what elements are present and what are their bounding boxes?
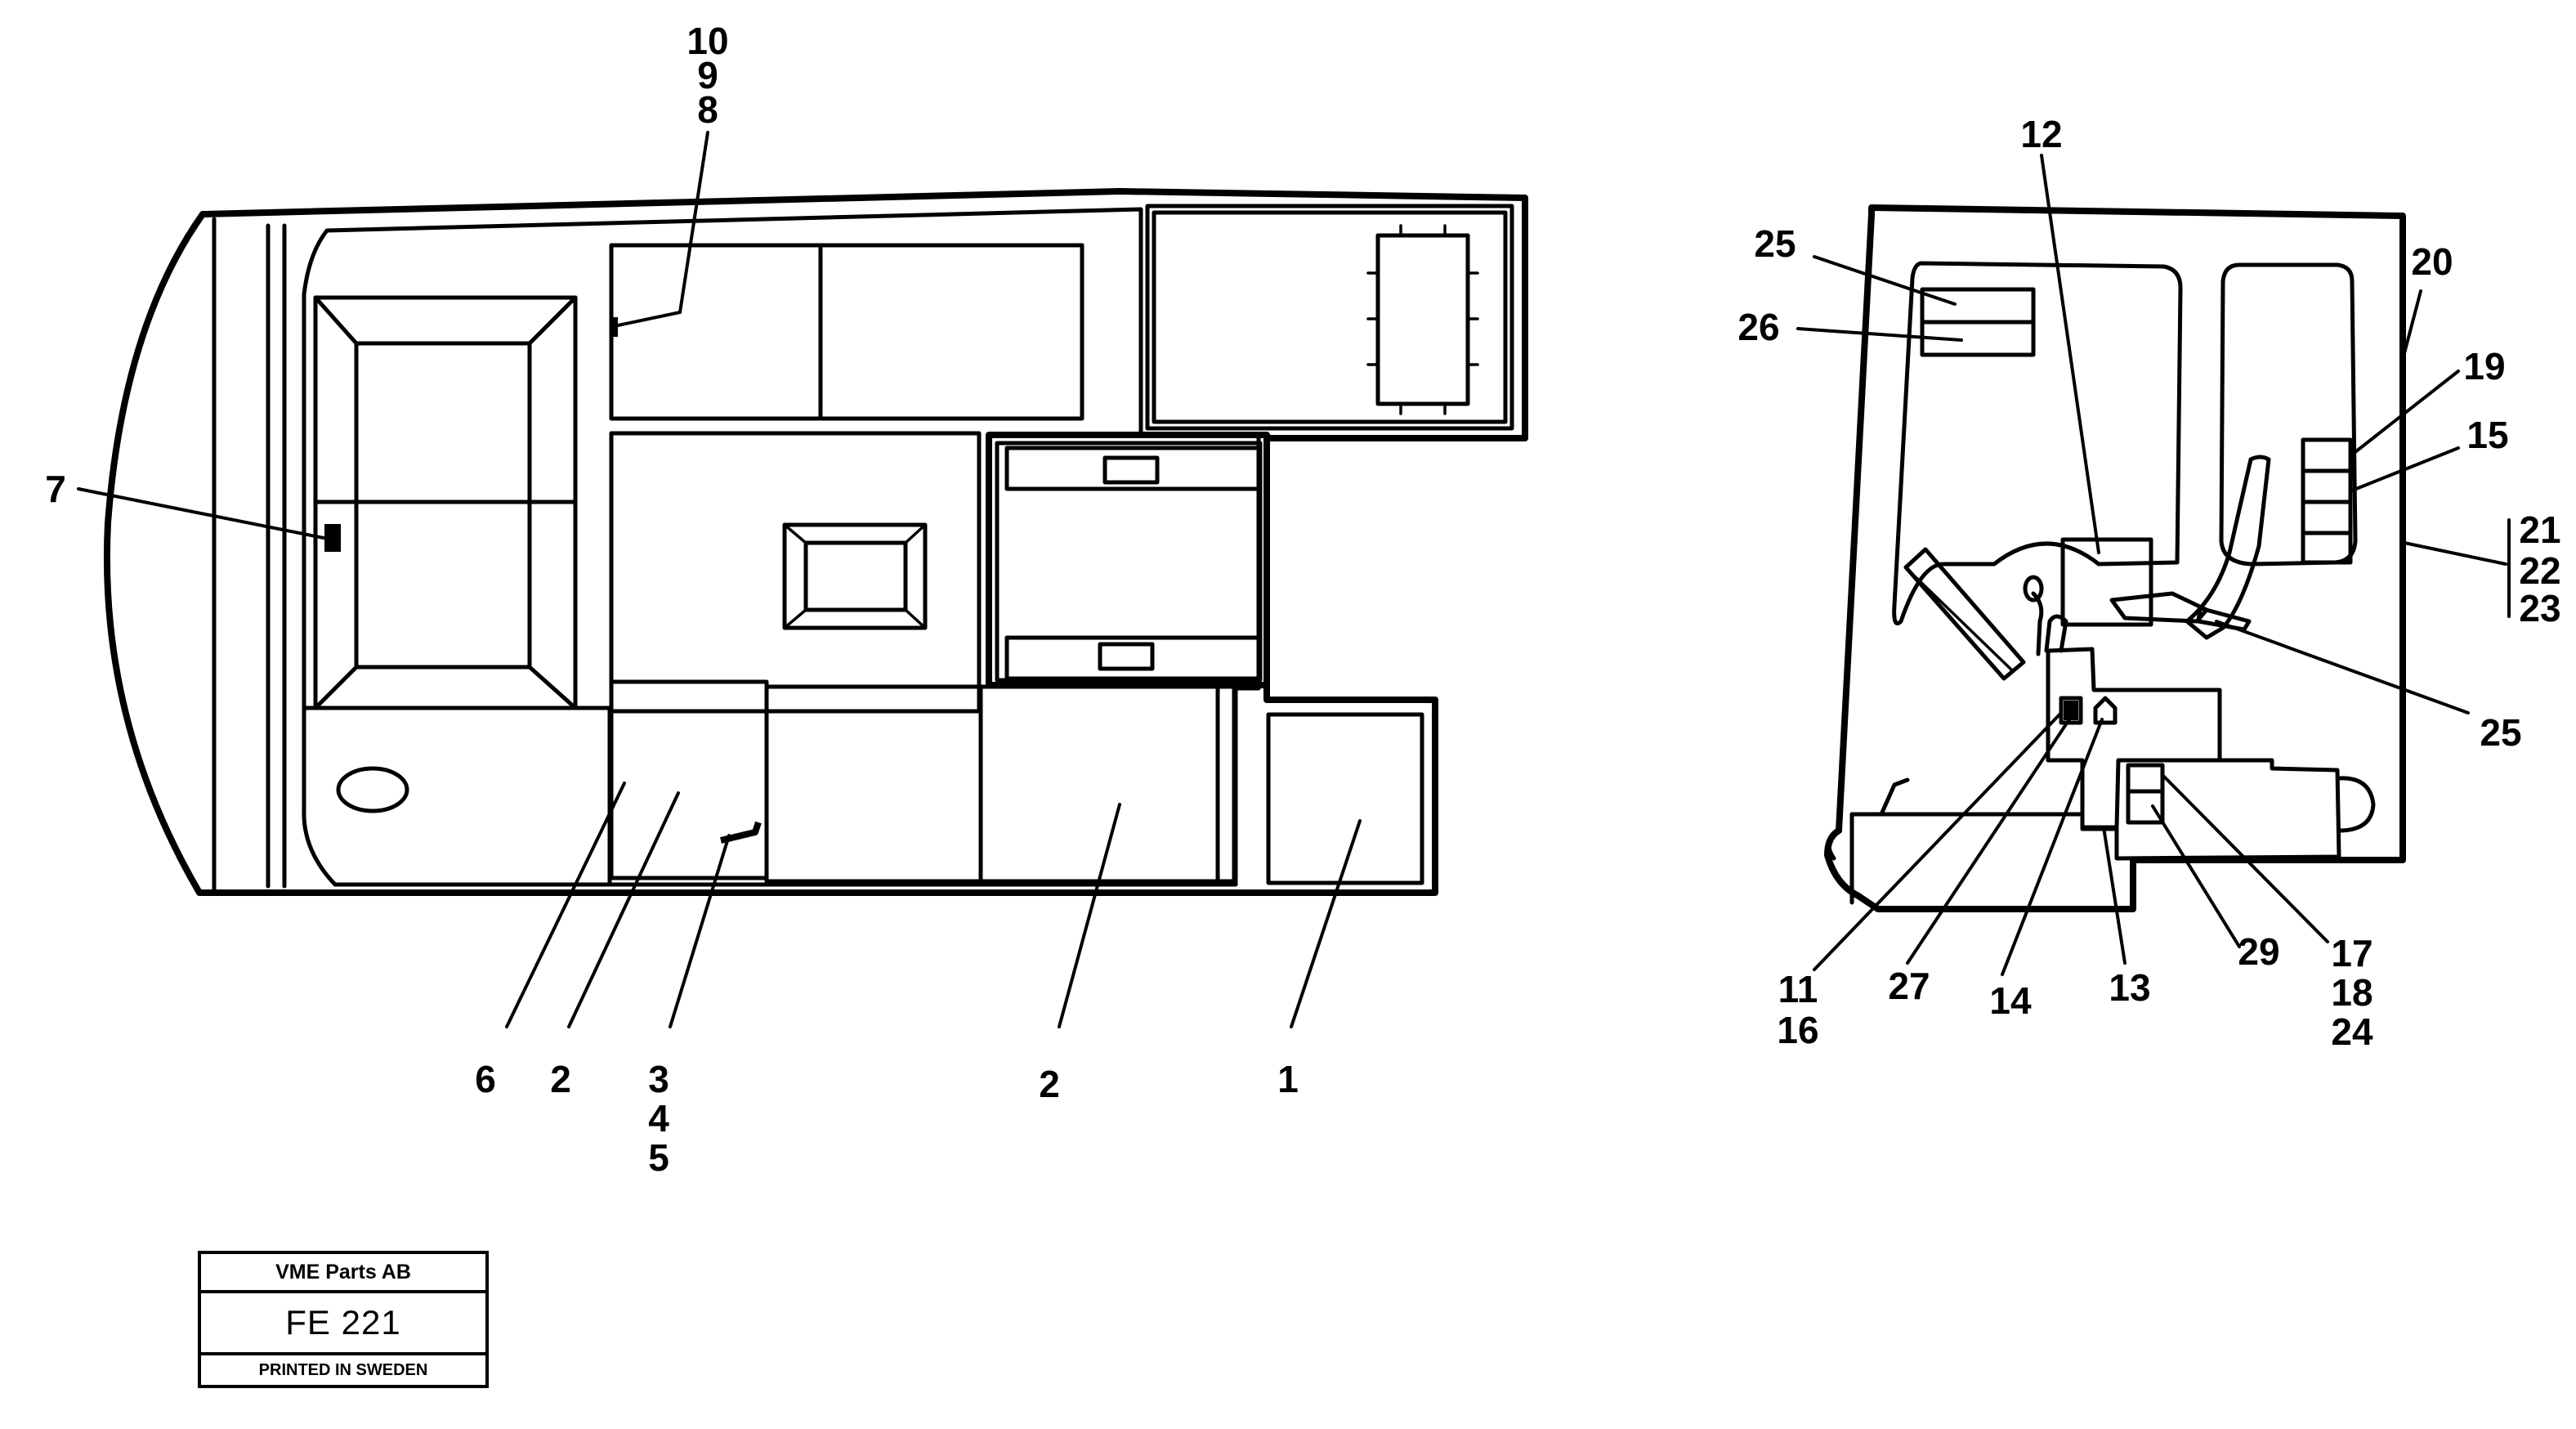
label-18: 18 xyxy=(2331,971,2373,1014)
floor-block xyxy=(1849,758,2341,861)
label-12: 12 xyxy=(2020,113,2062,155)
seat-cushion xyxy=(2109,591,2209,624)
right-middle-box xyxy=(986,432,1270,688)
armrest xyxy=(2196,606,2252,632)
panel-12 xyxy=(2060,537,2153,627)
label-15: 15 xyxy=(2466,414,2508,456)
labels-left: 10 9 8 7 6 2 3 4 5 2 1 xyxy=(45,20,1299,1179)
label-19: 19 xyxy=(2463,345,2505,387)
bottom-box-c xyxy=(1266,712,1424,885)
bench-top xyxy=(1004,446,1261,491)
part-3-mark xyxy=(720,821,762,844)
control-block xyxy=(2046,647,2222,830)
bench-bottom xyxy=(1004,635,1261,681)
switch-27 xyxy=(2064,701,2078,720)
label-22: 22 xyxy=(2519,549,2560,592)
cab-side-view xyxy=(1824,204,2406,912)
top-view-machine xyxy=(103,188,1528,896)
label-5: 5 xyxy=(648,1136,669,1179)
company-name: VME Parts AB xyxy=(201,1254,485,1293)
label-21: 21 xyxy=(2519,508,2560,551)
top-right-inner xyxy=(1152,210,1508,424)
label-27: 27 xyxy=(1888,965,1930,1007)
dash-console xyxy=(1903,547,2026,681)
rear-bump xyxy=(2337,776,2376,833)
pedal xyxy=(1879,777,1910,817)
top-compartment xyxy=(609,243,1085,421)
label-14: 14 xyxy=(1989,979,2032,1022)
top-right-box xyxy=(1145,204,1514,431)
left-panel-inner xyxy=(354,341,532,670)
label-1: 1 xyxy=(1277,1058,1299,1100)
label-24: 24 xyxy=(2331,1010,2373,1053)
inner-hull xyxy=(302,207,1261,887)
front-window xyxy=(1892,261,2183,625)
bottom-box-b xyxy=(764,684,1237,884)
label-23: 23 xyxy=(2519,587,2560,629)
hatch-cover xyxy=(1375,233,1470,406)
leaders-left xyxy=(77,131,1362,1028)
bottom-left-box xyxy=(302,706,612,887)
label-8: 8 xyxy=(697,88,718,131)
label-3: 3 xyxy=(648,1058,669,1100)
middle-frame-outer xyxy=(782,522,928,630)
label-25b: 25 xyxy=(2480,711,2521,754)
hull-outline xyxy=(103,188,1528,896)
leaders-right xyxy=(1796,154,2511,976)
label-25a: 25 xyxy=(1754,222,1796,265)
label-2a: 2 xyxy=(550,1058,571,1100)
lever-right xyxy=(2044,614,2068,653)
label-11: 11 xyxy=(1778,968,1818,1010)
title-block: VME Parts AB FE 221 PRINTED IN SWEDEN xyxy=(198,1251,489,1388)
seat-back xyxy=(2185,455,2271,640)
label-4: 4 xyxy=(648,1097,669,1140)
label-6: 6 xyxy=(475,1058,496,1100)
middle-box xyxy=(609,431,982,714)
drawing-code: FE 221 xyxy=(201,1293,485,1355)
rear-window xyxy=(2219,262,2358,567)
label-9: 9 xyxy=(697,54,718,96)
middle-frame-inner xyxy=(803,540,908,612)
box-29 xyxy=(2126,763,2165,825)
label-10: 10 xyxy=(686,20,728,62)
label-16: 16 xyxy=(1777,1009,1818,1051)
label-17: 17 xyxy=(2331,932,2373,974)
switch-14 xyxy=(2093,696,2118,725)
label-2b: 2 xyxy=(1039,1063,1060,1105)
label-20: 20 xyxy=(2411,240,2453,283)
printed-note: PRINTED IN SWEDEN xyxy=(258,1360,428,1379)
left-bump xyxy=(1827,828,1840,861)
oval-hole xyxy=(336,766,409,813)
part-7-block xyxy=(324,524,341,552)
label-29: 29 xyxy=(2238,930,2279,973)
lever-left xyxy=(2031,591,2044,656)
label-7: 7 xyxy=(45,468,66,510)
label-13: 13 xyxy=(2109,966,2150,1009)
labels-right: 12 25 26 20 19 15 21 22 23 25 11 16 27 1… xyxy=(1737,113,2560,1053)
label-26: 26 xyxy=(1737,306,1779,348)
